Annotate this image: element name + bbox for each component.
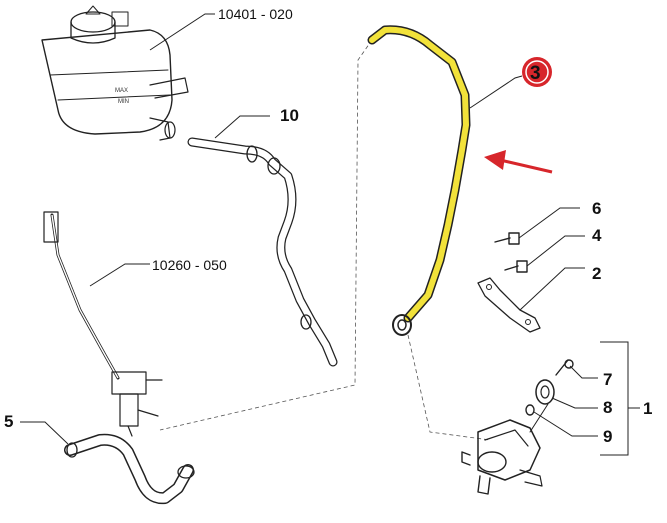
hose-3-label: 3: [530, 63, 541, 84]
washer-9-icon: [525, 404, 535, 416]
screw-7-icon: [555, 359, 574, 376]
bolt-6-label: 6: [592, 199, 601, 218]
svg-text:MAX: MAX: [115, 88, 128, 94]
upper-coolant-hose: [187, 137, 338, 367]
hose-5-label: 5: [4, 412, 13, 431]
bracket-icon: [477, 277, 541, 333]
reservoir-ref-label: 10401 - 020: [218, 6, 293, 22]
bushing-8-label: 8: [603, 398, 612, 417]
coolant-reservoir-icon: MAX MIN: [41, 5, 189, 141]
bolt-4-icon: [504, 260, 528, 273]
electric-water-pump-icon: [461, 403, 549, 495]
highlighted-coolant-hose: [367, 25, 471, 336]
bushing-8-icon: [535, 379, 555, 405]
hose-10-label: 10: [280, 106, 299, 125]
bracket-2-label: 2: [592, 264, 601, 283]
washer-9-label: 9: [603, 427, 612, 446]
bolt-6-icon: [494, 232, 520, 245]
lower-coolant-hose: [64, 433, 195, 505]
sensor-ref-label: 10260 - 050: [152, 257, 227, 273]
bolt-4-label: 4: [592, 226, 602, 245]
svg-text:MIN: MIN: [118, 99, 129, 105]
pointer-arrow-icon: [484, 150, 553, 174]
pump-group-1-label: 1: [643, 399, 652, 418]
temperature-sensor-icon: [43, 211, 163, 437]
screw-7-label: 7: [603, 370, 612, 389]
